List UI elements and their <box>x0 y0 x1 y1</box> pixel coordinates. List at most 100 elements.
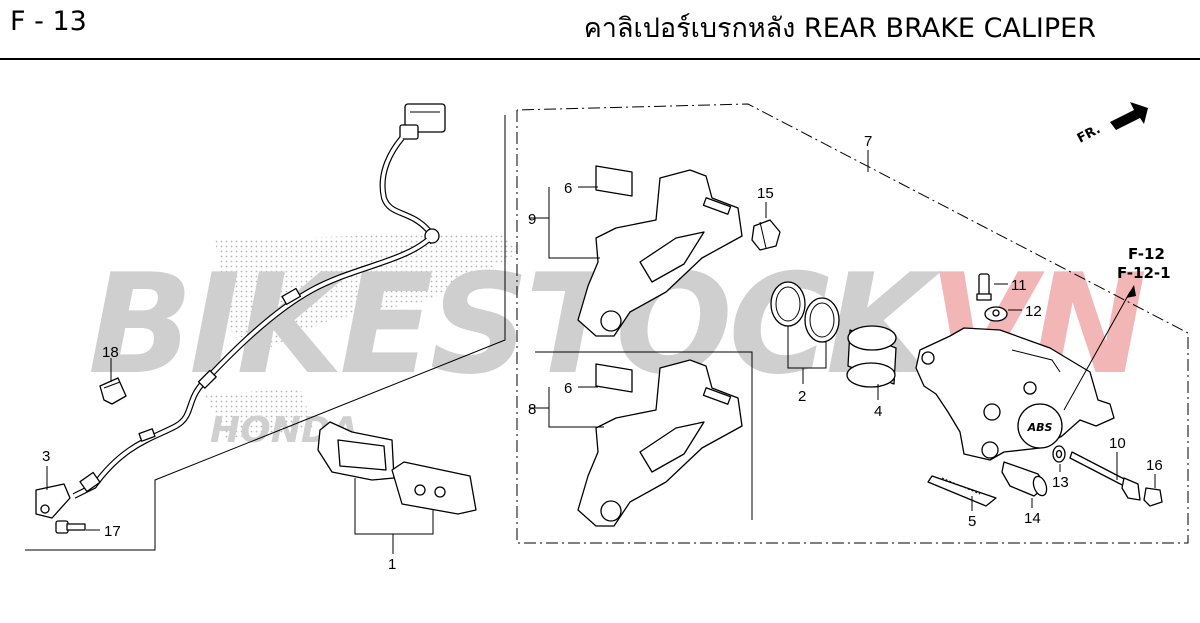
caliper-port <box>1023 381 1037 395</box>
washer-inner <box>1055 449 1063 459</box>
pad-spring-upper <box>595 165 633 197</box>
piston-seals <box>770 281 840 343</box>
reference-arrow-icon <box>1126 285 1136 298</box>
watermark-dot-wing <box>215 232 520 352</box>
callout-8: 8 <box>528 401 536 418</box>
pin-cap-body <box>1143 487 1163 507</box>
caliper-piston-bore <box>1017 403 1063 449</box>
sensor-body <box>35 483 71 519</box>
pin-boot-body <box>751 219 781 251</box>
sensor-bolt <box>55 520 86 534</box>
front-direction-indicator: FR. <box>1075 102 1148 147</box>
small-piston-end <box>1032 475 1048 497</box>
wheel-speed-sensor <box>35 103 446 519</box>
caliper-bracket-lower <box>577 359 743 527</box>
bleeder-valve <box>976 273 992 301</box>
bracket-upper-pin <box>702 197 732 215</box>
bracket-upper-cutout <box>639 231 705 283</box>
callout-15: 15 <box>757 185 774 202</box>
pin-bolt-shank <box>1069 451 1131 489</box>
callout-3: 3 <box>42 448 50 465</box>
piston-seal-2 <box>804 297 840 343</box>
header-rule <box>0 58 1200 60</box>
sensor-bolt-hole <box>40 504 50 514</box>
leader-8 <box>548 387 604 428</box>
small-piston <box>1001 461 1048 497</box>
bracket-group-line <box>535 351 753 520</box>
pad-spring-lower <box>595 363 633 393</box>
cable-clip <box>99 377 127 405</box>
cable-clip-detail <box>103 381 121 389</box>
pin-bolt-head <box>1121 477 1141 501</box>
abs-badge-text: ABS <box>1027 421 1053 434</box>
reference-leader <box>1063 291 1131 411</box>
front-direction-label: FR. <box>1075 122 1103 147</box>
bracket-lower-cutout <box>639 421 705 473</box>
callout-11: 11 <box>1011 277 1027 294</box>
connector-boot <box>399 124 419 140</box>
cable-clamp-4 <box>79 471 101 493</box>
callout-18: 18 <box>102 344 119 361</box>
caliper-bracket-upper <box>577 165 743 337</box>
callout-6-lower: 6 <box>564 380 572 397</box>
sensor-group-bracket <box>25 115 506 551</box>
callout-1: 1 <box>388 556 396 573</box>
page-title: คาลิเปอร์เบรกหลัง REAR BRAKE CALIPER <box>583 13 1096 44</box>
callout-12: 12 <box>1025 303 1042 320</box>
pin-bolt <box>1069 451 1141 501</box>
bleeder-cap-centre <box>992 309 1000 317</box>
front-arrow-icon <box>1110 102 1148 130</box>
sensor-bolt-shank <box>66 523 86 531</box>
callout-16: 16 <box>1146 457 1163 474</box>
leader-9 <box>548 187 600 259</box>
cable-clamp-3 <box>138 428 156 442</box>
leader-lines <box>46 150 1156 554</box>
bleeder-cap <box>984 306 1008 322</box>
caliper-edge-detail <box>1011 349 1061 373</box>
callout-7: 7 <box>864 133 872 150</box>
reference-f12: F-12 <box>1128 245 1165 263</box>
caliper-mount-1 <box>983 403 1001 421</box>
callout-13: 13 <box>1052 474 1069 491</box>
caliper-body: ABS <box>915 327 1115 461</box>
cable-clamp-1 <box>281 287 302 305</box>
pad-shim-detail <box>941 477 981 495</box>
brake-pad-inner-lining <box>337 439 387 471</box>
reference-f12-1: F-12-1 <box>1117 264 1171 282</box>
piston-seal-2-inner <box>809 302 835 338</box>
pad-shim <box>927 475 997 507</box>
brake-pad-set <box>317 421 477 515</box>
callout-10: 10 <box>1109 435 1126 452</box>
sensor-cable-upper-fill <box>380 136 435 244</box>
page-code: F - 13 <box>10 6 87 37</box>
bracket-upper-hole <box>600 310 622 332</box>
callout-4: 4 <box>874 403 882 420</box>
bleeder-base <box>976 293 992 301</box>
cable-clamp-2 <box>197 369 217 389</box>
callout-9: 9 <box>528 211 536 228</box>
pad-shim-body <box>927 475 997 507</box>
caliper-housing <box>915 327 1115 461</box>
assembly-boundaries <box>25 103 1189 551</box>
piston-seal-1-inner <box>775 286 801 322</box>
pin-boot-rib <box>759 221 767 249</box>
callout-14: 14 <box>1024 510 1041 527</box>
callout-17: 17 <box>104 523 121 540</box>
bracket-lower-pin <box>702 387 732 405</box>
washer <box>1052 445 1066 463</box>
leader-2 <box>787 326 827 369</box>
watermark-emblem-shield <box>205 388 315 438</box>
caliper-assembly-boundary <box>516 103 1189 544</box>
cable-grommet <box>424 228 440 244</box>
pad-hole-1 <box>414 484 426 496</box>
pad-hole-2 <box>434 486 446 498</box>
caliper-mount-2 <box>981 441 999 459</box>
callout-5: 5 <box>968 513 976 530</box>
leader-1 <box>354 478 434 535</box>
bracket-lower-hole <box>600 500 622 522</box>
sensor-bolt-head <box>55 520 69 534</box>
cable-clip-body <box>99 377 127 405</box>
pin-boot <box>751 219 781 251</box>
piston-top <box>847 325 897 351</box>
